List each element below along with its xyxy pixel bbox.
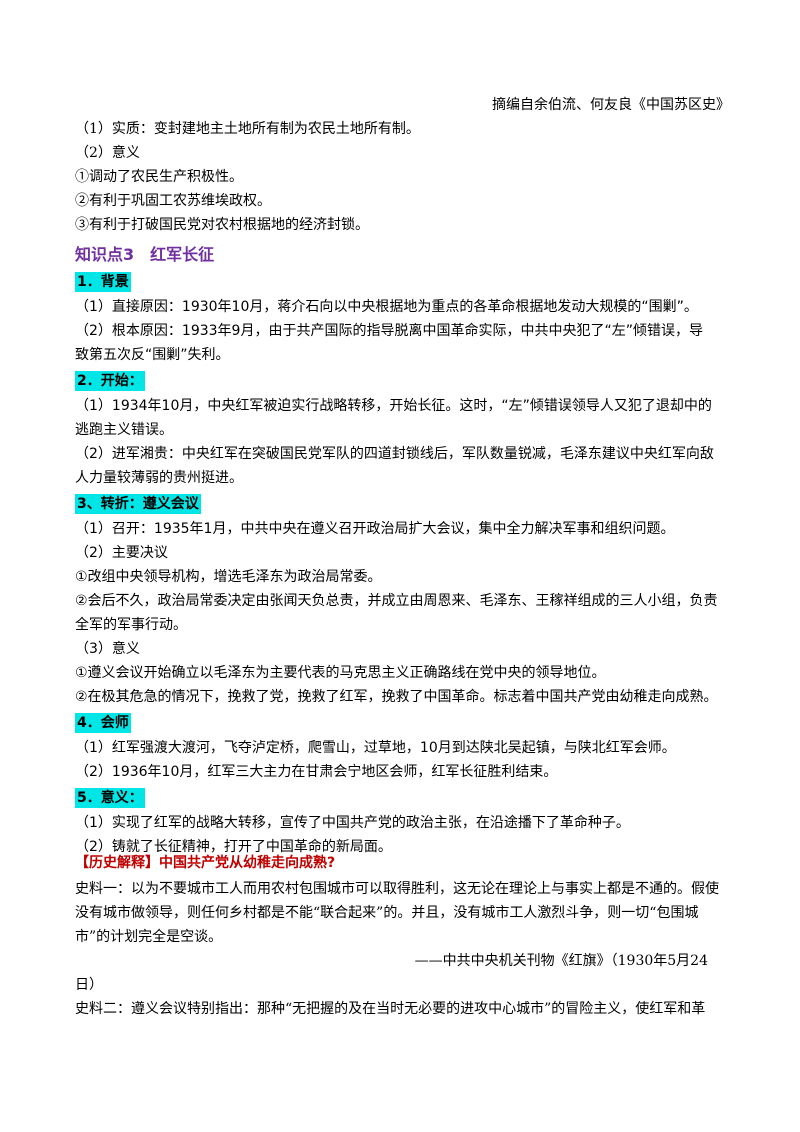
body-line: ①遵义会议开始确立以毛泽东为主要代表的马克思主义正确路线在党中央的领导地位。 (75, 665, 606, 681)
subsection-title: 4．会师 (75, 713, 131, 733)
subsection-title: 2．开始： (75, 371, 145, 391)
material-line: 没有城市做领导，则任何乡村都是不能“联合起来”的。并且，没有城市工人激烈斗争，则… (75, 905, 699, 921)
body-line: ②会后不久，政治局常委决定由张闻天负总责，并成立由周恩来、毛泽东、王稼祥组成的三… (75, 593, 718, 609)
body-line: （1）1934年10月，中央红军被迫实行战略转移，开始长征。这时，“左”倾错误领… (75, 398, 712, 414)
section-heading: 知识点3 红军长征 (75, 245, 215, 264)
subsection-title: 1．背景 (75, 272, 131, 292)
body-line: ②在极其危急的情况下，挽救了党，挽救了红军，挽救了中国革命。标志着中国共产党由幼… (75, 689, 718, 705)
material-source: ——中共中央机关刊物《红旗》（1930年5月24 (414, 953, 708, 969)
subsection-title: 3、转折：遵义会议 (75, 494, 201, 514)
intro-line: ①调动了农民生产积极性。 (75, 169, 243, 185)
body-line: （1）实现了红军的战略大转移，宣传了中国共产党的政治主张，在沿途播下了革命种子。 (75, 815, 630, 831)
intro-line: ③有利于打破国民党对农村根据地的经济封锁。 (75, 217, 369, 233)
intro-line: （1）实质：变封建地主土地所有制为农民土地所有制。 (75, 121, 420, 137)
body-line: 人力量较薄弱的贵州挺进。 (75, 470, 243, 486)
subsection-title: 5．意义： (75, 788, 145, 808)
material-source-cont: 日） (75, 977, 103, 993)
body-line: （1）召开：1935年1月，中共中央在遵义召开政治局扩大会议，集中全力解决军事和… (75, 521, 675, 537)
intro-line: ②有利于巩固工农苏维埃政权。 (75, 193, 271, 209)
body-line: （2）根本原因：1933年9月，由于共产国际的指导脱离中国革命实际，中共中央犯了… (75, 323, 703, 339)
material-line: 市”的计划完全是空谈。 (75, 929, 223, 945)
body-line: ①改组中央领导机构，增选毛泽东为政治局常委。 (75, 569, 382, 585)
body-line: （1）直接原因：1930年10月，蒋介石向以中央根据地为重点的各革命根据地发动大… (75, 299, 698, 315)
history-question: 中国共产党从幼稚走向成熟? (159, 855, 336, 871)
body-line: （1）红军强渡大渡河，飞夺泸定桥，爬雪山，过草地，10月到达陕北吴起镇，与陕北红… (75, 740, 676, 756)
body-line: （2）进军湘贵：中央红军在突破国民党军队的四道封锁线后，军队数量锐减，毛泽东建议… (75, 446, 714, 462)
body-line: （2）铸就了长征精神，打开了中国革命的新局面。 (75, 839, 392, 855)
body-line: 致第五次反“围剿”失利。 (75, 347, 230, 363)
body-line: 逃跑主义错误。 (75, 422, 173, 438)
body-line: （2）1936年10月，红军三大主力在甘肃会宁地区会师，红军长征胜利结束。 (75, 764, 558, 780)
body-line: （2）主要决议 (75, 545, 168, 561)
source-attribution: 摘编自余伯流、何友良《中国苏区史》 (492, 97, 730, 113)
history-label: 【历史解释】 (75, 855, 159, 871)
body-line: （3）意义 (75, 641, 140, 657)
material-line: 史料一：以为不要城市工人而用农村包围城市可以取得胜利，这无论在理论上与事实上都是… (75, 881, 719, 897)
material-line: 史料二：遵义会议特别指出：那种“无把握的及在当时无必要的进攻中心城市”的冒险主义… (75, 1001, 706, 1017)
intro-line: （2）意义 (75, 145, 140, 161)
history-interpretation-title: 【历史解释】中国共产党从幼稚走向成熟? (75, 852, 335, 874)
body-line: 全军的军事行动。 (75, 617, 187, 633)
